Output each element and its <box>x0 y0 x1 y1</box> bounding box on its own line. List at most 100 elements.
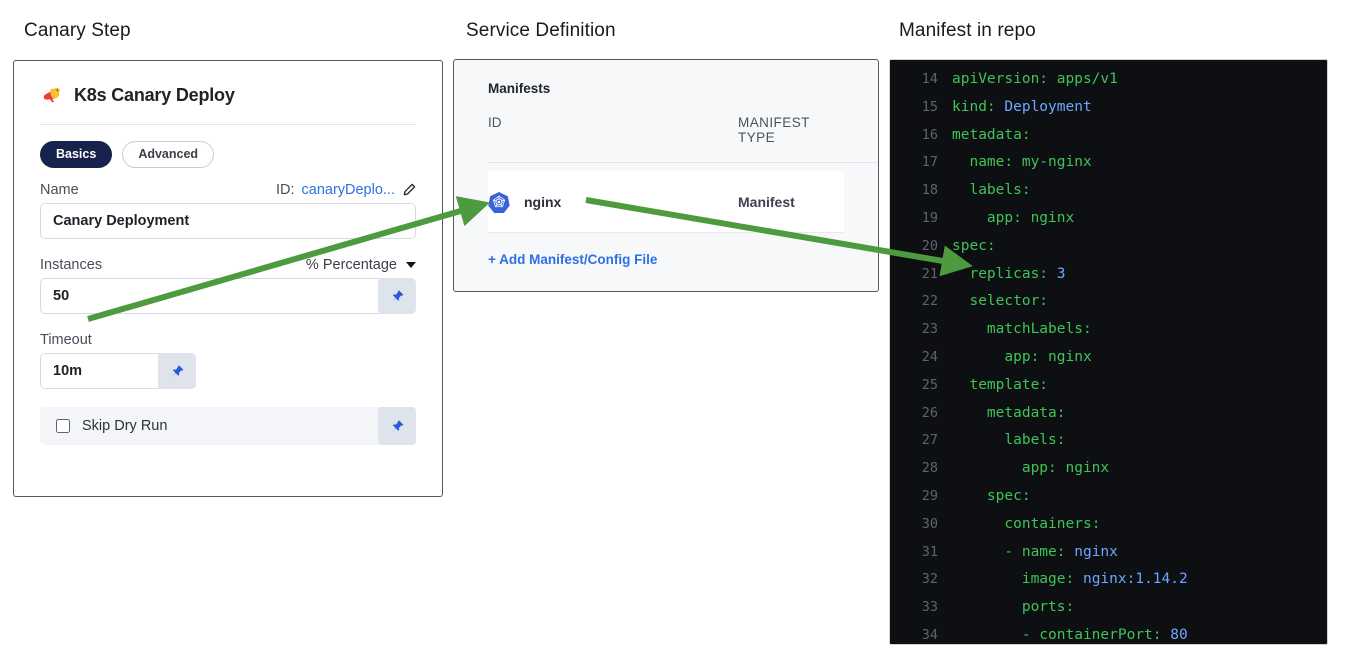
timeout-input-group: 10m <box>40 353 196 389</box>
code-token-value: my-nginx <box>1013 154 1092 171</box>
code-token-key: app: <box>986 209 1022 226</box>
code-text: metadata: <box>952 122 1031 150</box>
code-line: 23 matchLabels: <box>890 316 1327 344</box>
code-text: - name: nginx <box>952 539 1118 567</box>
code-line: 24 app: nginx <box>890 344 1327 372</box>
code-token-key: labels: <box>969 182 1031 199</box>
code-token-value: nginx:1.14.2 <box>1074 571 1188 588</box>
instance-unit-dropdown[interactable]: % Percentage <box>306 257 416 273</box>
code-token-key: spec: <box>986 487 1031 504</box>
code-text: replicas: 3 <box>952 261 1065 289</box>
tab-basics[interactable]: Basics <box>40 141 113 168</box>
code-token-key: app: <box>1021 460 1057 477</box>
line-number: 32 <box>921 571 938 588</box>
pencil-icon[interactable] <box>402 183 416 197</box>
code-line: 20 spec: <box>890 233 1327 261</box>
line-number: 27 <box>921 432 938 449</box>
pushpin-icon-instances[interactable] <box>378 278 416 314</box>
name-label: Name <box>40 182 79 198</box>
id-value[interactable]: canaryDeplo... <box>301 182 396 198</box>
caption-service-definition: Service Definition <box>466 20 616 41</box>
code-token-value: nginx <box>1065 543 1118 560</box>
pushpin-icon-timeout[interactable] <box>158 353 196 389</box>
timeout-input[interactable]: 10m <box>40 353 158 389</box>
header-divider <box>40 124 416 125</box>
line-number: 31 <box>921 543 938 560</box>
line-number: 20 <box>921 237 938 254</box>
code-line: 19 app: nginx <box>890 205 1327 233</box>
code-text: - containerPort: 80 <box>952 622 1188 644</box>
code-line: 15 kind: Deployment <box>890 94 1327 122</box>
code-text: app: nginx <box>952 344 1091 372</box>
code-token-key: selector: <box>969 293 1049 310</box>
code-line: 30 containers: <box>890 511 1327 539</box>
code-token-key: metadata: <box>952 126 1031 143</box>
code-text: ports: <box>952 594 1074 622</box>
skip-dry-run-row[interactable]: Skip Dry Run <box>40 407 416 445</box>
code-text: metadata: <box>952 400 1066 428</box>
code-line: 32 image: nginx:1.14.2 <box>890 566 1327 594</box>
line-number: 28 <box>921 460 938 477</box>
code-line: 34 - containerPort: 80 <box>890 622 1327 644</box>
code-token-key: - name: <box>1004 543 1066 560</box>
line-number: 26 <box>921 404 938 421</box>
line-number: 19 <box>921 209 938 226</box>
code-token-value: nginx <box>1056 460 1110 477</box>
line-number: 15 <box>921 98 938 115</box>
instances-field-header: Instances % Percentage <box>40 257 416 273</box>
service-definition-card: Manifests ID MANIFEST TYPE <box>453 59 879 292</box>
name-field-header: Name ID: canaryDeplo... <box>40 182 416 198</box>
line-number: 30 <box>921 515 938 532</box>
pushpin-icon-skip-dry-run[interactable] <box>378 407 416 445</box>
code-line: 17 name: my-nginx <box>890 149 1327 177</box>
manifest-id-cell: nginx <box>488 191 738 213</box>
code-text: app: nginx <box>952 205 1074 233</box>
skip-dry-run-checkbox[interactable] <box>56 419 70 433</box>
instances-input[interactable]: 50 <box>40 278 378 314</box>
manifest-type-value: Manifest <box>738 193 795 210</box>
line-number: 23 <box>921 321 938 338</box>
code-text: image: nginx:1.14.2 <box>952 566 1188 594</box>
card-body: Basics Advanced Name ID: canaryDeplo... … <box>14 125 442 445</box>
name-input[interactable]: Canary Deployment <box>40 203 416 239</box>
code-line: 25 template: <box>890 372 1327 400</box>
code-token-value: 80 <box>1161 626 1188 643</box>
line-number: 18 <box>921 182 938 199</box>
code-text: kind: Deployment <box>952 94 1092 122</box>
card-header: K8s Canary Deploy <box>14 61 442 107</box>
code-token-key: labels: <box>1004 432 1066 449</box>
caption-canary-step: Canary Step <box>24 20 131 41</box>
code-token-key: image: <box>1021 571 1075 588</box>
code-line: 22 selector: <box>890 288 1327 316</box>
code-text: labels: <box>952 427 1066 455</box>
chevron-down-icon <box>406 262 416 268</box>
line-number: 33 <box>921 599 938 616</box>
line-number: 16 <box>921 126 938 143</box>
code-line: 26 metadata: <box>890 400 1327 428</box>
column-header-type: MANIFEST TYPE <box>738 115 810 145</box>
step-id-group: ID: canaryDeplo... <box>276 182 416 198</box>
code-text: matchLabels: <box>952 316 1092 344</box>
canary-step-card: K8s Canary Deploy Basics Advanced Name I… <box>13 60 443 497</box>
code-text: template: <box>952 372 1048 400</box>
code-token-key: metadata: <box>986 404 1066 421</box>
code-text: labels: <box>952 177 1031 205</box>
caption-manifest-in-repo: Manifest in repo <box>899 20 1036 41</box>
code-text: spec: <box>952 483 1031 511</box>
manifests-table-header: ID MANIFEST TYPE <box>488 115 878 163</box>
code-token-key: - containerPort: <box>1021 626 1162 643</box>
code-token-key: apiVersion: <box>952 71 1049 87</box>
code-line: 31 - name: nginx <box>890 539 1327 567</box>
canary-bird-icon <box>40 83 64 107</box>
line-number: 25 <box>921 376 938 393</box>
code-text: spec: <box>952 233 996 261</box>
table-row[interactable]: nginx Manifest <box>488 171 844 233</box>
column-header-id: ID <box>488 115 502 130</box>
tab-advanced[interactable]: Advanced <box>122 141 215 168</box>
id-prefix-label: ID: <box>275 182 295 198</box>
code-line: 27 labels: <box>890 427 1327 455</box>
timeout-label: Timeout <box>40 332 92 348</box>
add-manifest-config-file-link[interactable]: + Add Manifest/Config File <box>488 252 658 267</box>
